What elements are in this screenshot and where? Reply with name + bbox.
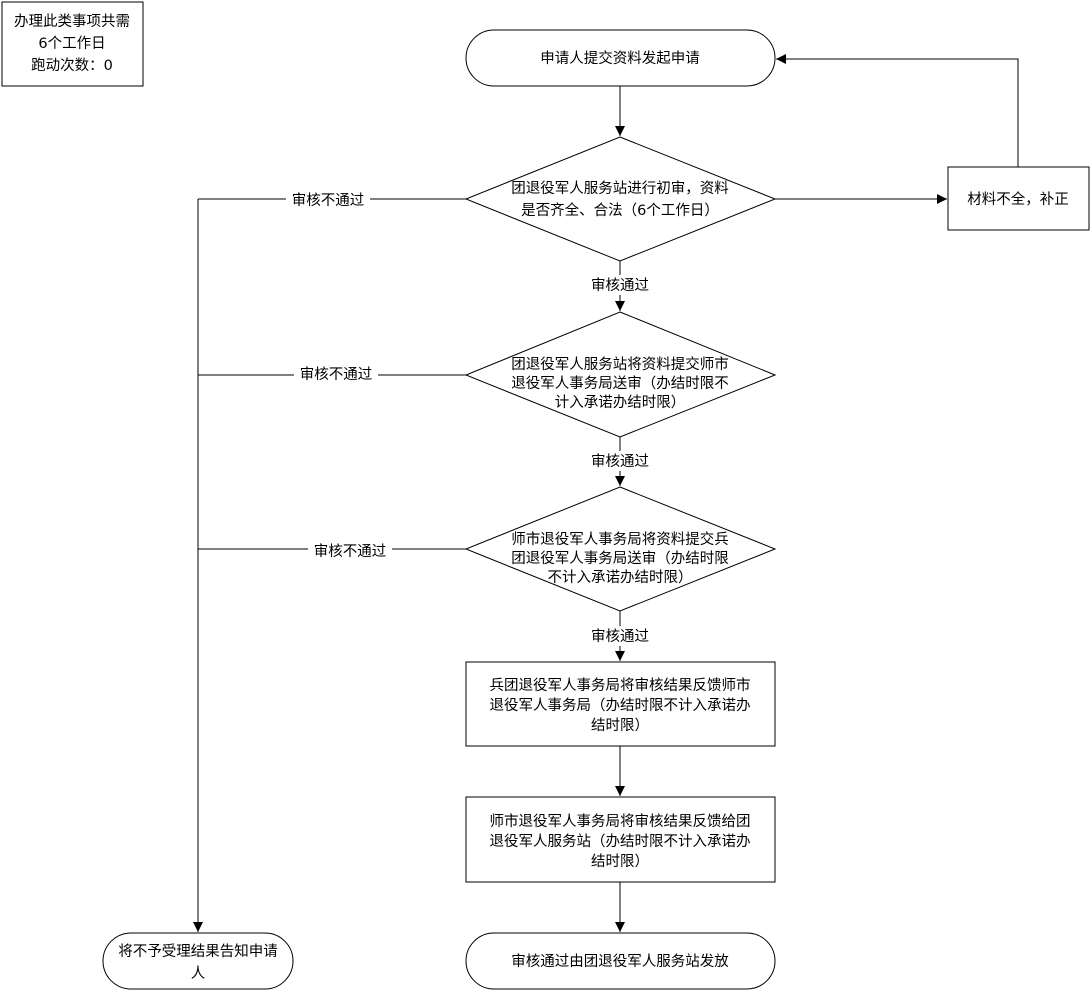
label-reject-1: 审核不通过 [292, 192, 365, 209]
info-box-line-1: 办理此类事项共需 [14, 13, 130, 30]
decision-submit-corps-line-3: 不计入承诺办结时限） [548, 569, 693, 586]
decision-submit-corps-line-2: 团退役军人事务局送审（办结时限 [511, 550, 729, 567]
process-corps-feedback-line-1: 兵团退役军人事务局将审核结果反馈师市 [490, 677, 751, 694]
edge-labels: 审核通过 审核通过 审核通过 审核不通过 审核不通过 审核不通过 [286, 190, 654, 646]
decision-submit-division-line-1: 团退役军人服务站将资料提交师市 [511, 355, 729, 373]
supplement-box: 材料不全，补正 [947, 166, 1090, 231]
decision-submit-division-line-2: 退役军人事务局送审（办结时限不 [511, 375, 729, 392]
label-pass-3: 审核通过 [591, 628, 649, 645]
process-division-feedback-line-2: 退役军人服务站（办结时限不计入承诺办 [490, 833, 751, 850]
decision-submit-division: 团退役军人服务站将资料提交师市 退役军人事务局送审（办结时限不 计入承诺办结时限… [464, 311, 777, 438]
start-node-text: 申请人提交资料发起申请 [540, 49, 700, 67]
decision-initial-review: 团退役军人服务站进行初审，资料 是否齐全、合法（6个工作日） [464, 136, 777, 262]
end-reject-node-line-2: 人 [191, 965, 206, 982]
process-corps-feedback: 兵团退役军人事务局将审核结果反馈师市 退役军人事务局（办结时限不计入承诺办 结时… [465, 661, 776, 747]
decision-initial-review-line-2: 是否齐全、合法（6个工作日） [521, 201, 719, 219]
info-box-line-3: 跑动次数：0 [31, 57, 113, 74]
decision-submit-division-line-3: 计入承诺办结时限） [555, 394, 686, 411]
decision-submit-corps-line-1: 师市退役军人事务局将资料提交兵 [511, 530, 729, 548]
process-corps-feedback-line-2: 退役军人事务局（办结时限不计入承诺办 [490, 697, 751, 714]
info-box: 办理此类事项共需 6个工作日 跑动次数：0 [1, 1, 144, 87]
process-division-feedback: 师市退役军人事务局将审核结果反馈给团 退役军人服务站（办结时限不计入承诺办 结时… [465, 796, 776, 883]
supplement-box-text: 材料不全，补正 [967, 190, 1069, 208]
end-reject-node: 将不予受理结果告知申请 人 [102, 932, 294, 990]
process-division-feedback-line-1: 师市退役军人事务局将审核结果反馈给团 [490, 813, 751, 830]
end-reject-node-line-1: 将不予受理结果告知申请 [118, 943, 278, 960]
end-success-node-text: 审核通过由团退役军人服务站发放 [511, 953, 729, 970]
decision-initial-review-line-1: 团退役军人服务站进行初审，资料 [511, 180, 729, 197]
label-reject-3: 审核不通过 [314, 543, 387, 560]
process-division-feedback-line-3: 结时限） [591, 853, 649, 870]
info-box-line-2: 6个工作日 [38, 35, 105, 52]
label-reject-2: 审核不通过 [300, 366, 373, 383]
decision-submit-corps: 师市退役军人事务局将资料提交兵 团退役军人事务局送审（办结时限 不计入承诺办结时… [464, 486, 777, 612]
label-pass-2: 审核通过 [591, 453, 649, 470]
end-success-node: 审核通过由团退役军人服务站发放 [465, 932, 776, 990]
process-corps-feedback-line-3: 结时限） [591, 717, 649, 734]
start-node: 申请人提交资料发起申请 [465, 29, 776, 87]
label-pass-1: 审核通过 [591, 277, 649, 294]
connector-supplement-to-start [776, 54, 1019, 167]
